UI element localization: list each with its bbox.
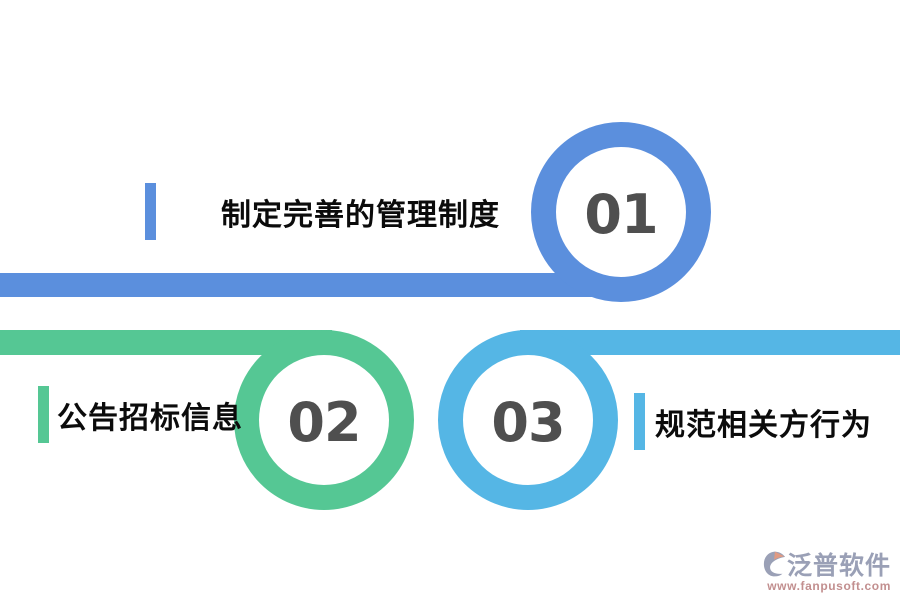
step-number-2: 02 bbox=[287, 391, 361, 454]
step-circle-1: 01 bbox=[531, 122, 711, 302]
step-number-3: 03 bbox=[491, 391, 565, 454]
label-accent-1 bbox=[145, 183, 156, 240]
brand-name: 泛普软件 bbox=[786, 552, 891, 580]
step-number-1: 01 bbox=[584, 183, 658, 246]
step-label-3: 规范相关方行为 bbox=[655, 408, 872, 442]
label-accent-2 bbox=[38, 386, 49, 443]
step-label-2: 公告招标信息 bbox=[57, 401, 243, 435]
step-circle-2: 02 bbox=[234, 330, 414, 510]
brand-url: www.fanpusoft.com bbox=[767, 579, 891, 593]
brand-watermark: 泛普软件 www.fanpusoft.com bbox=[763, 546, 891, 593]
fanpu-logo-icon bbox=[763, 551, 786, 577]
label-accent-3 bbox=[634, 393, 645, 450]
ribbon-bar-step-1 bbox=[0, 273, 600, 297]
step-circle-3: 03 bbox=[438, 330, 618, 510]
step-label-1: 制定完善的管理制度 bbox=[221, 198, 500, 232]
brand-row: 泛普软件 bbox=[763, 546, 891, 582]
